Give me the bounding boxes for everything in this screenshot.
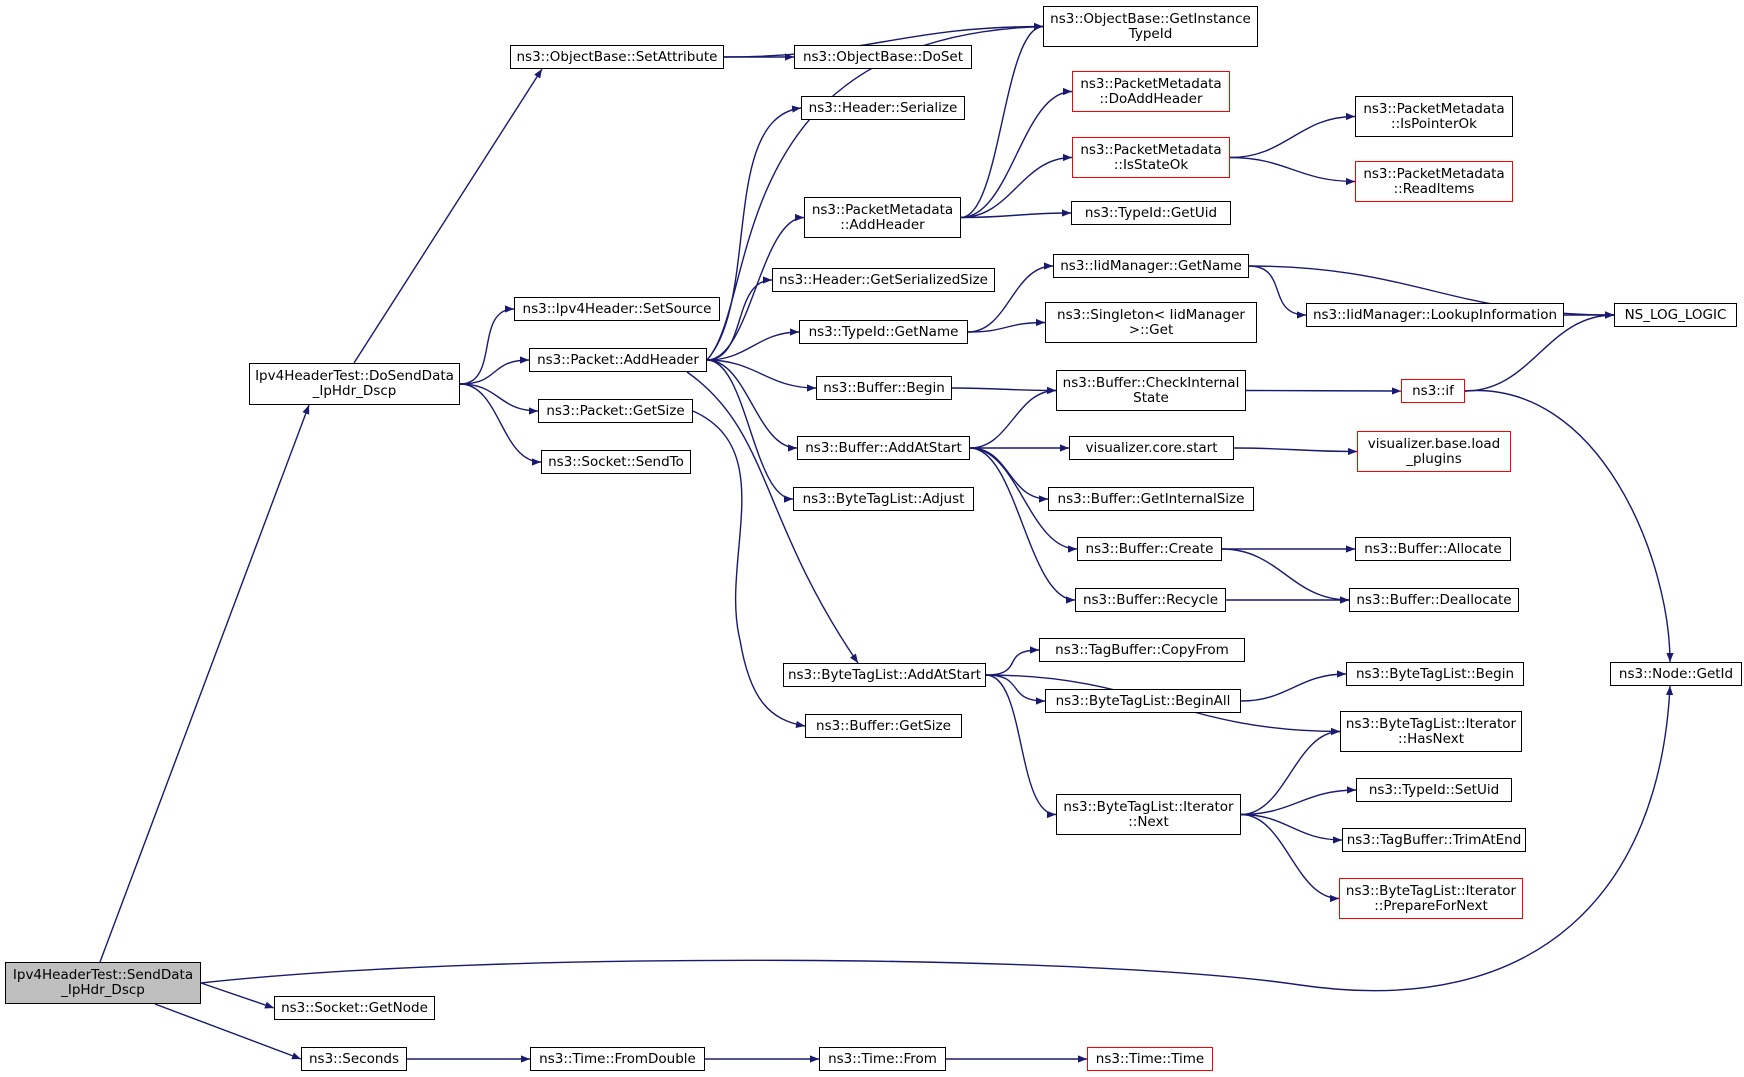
node-sockgetnode[interactable]: ns3::Socket::GetNode	[274, 996, 435, 1020]
edge-pgetsize-to-bufgetsize	[692, 410, 806, 729]
node-sendto[interactable]: ns3::Socket::SendTo	[541, 450, 691, 474]
node-lookup[interactable]: ns3::IidManager::LookupInformation	[1306, 303, 1564, 327]
node-setattr[interactable]: ns3::ObjectBase::SetAttribute	[510, 45, 724, 69]
edge-tidgetname-to-iidgetname	[967, 262, 1054, 333]
edge-nsif-to-nslog	[1464, 311, 1615, 392]
edge-pmaddheader-to-pmdoadd	[960, 87, 1073, 219]
node-pmisptr[interactable]: ns3::PacketMetadata ::IsPointerOk	[1355, 96, 1513, 137]
edge-setattr-to-getinst	[723, 22, 1044, 58]
node-vizload[interactable]: visualizer.base.load _plugins	[1357, 431, 1511, 472]
node-pmread[interactable]: ns3::PacketMetadata ::ReadItems	[1355, 161, 1513, 202]
node-tidgetname[interactable]: ns3::TypeId::GetName	[799, 320, 968, 344]
node-nodegetid[interactable]: ns3::Node::GetId	[1610, 662, 1742, 686]
node-nslog[interactable]: NS_LOG_LOGIC	[1614, 303, 1737, 327]
node-getinst[interactable]: ns3::ObjectBase::GetInstance TypeId	[1043, 6, 1258, 47]
node-setsource[interactable]: ns3::Ipv4Header::SetSource	[514, 297, 720, 321]
node-timetime[interactable]: ns3::Time::Time	[1087, 1047, 1213, 1071]
edge-itnext-to-itprep	[1240, 813, 1340, 903]
node-fromdouble[interactable]: ns3::Time::FromDouble	[530, 1047, 705, 1071]
node-pgetsize[interactable]: ns3::Packet::GetSize	[538, 399, 693, 423]
edge-btladdatstart-to-itnext	[985, 674, 1057, 819]
edge-bufaddatstart-to-bufcreate	[969, 447, 1078, 553]
node-dosend[interactable]: Ipv4HeaderTest::DoSendData _IpHdr_Dscp	[249, 363, 460, 405]
node-btladdatstart[interactable]: ns3::ByteTagList::AddAtStart	[783, 663, 986, 687]
edge-root-to-nodegetid	[200, 685, 1674, 992]
node-hgetser[interactable]: ns3::Header::GetSerializedSize	[772, 268, 995, 292]
node-addheader[interactable]: ns3::Packet::AddHeader	[529, 348, 707, 372]
node-timefrom[interactable]: ns3::Time::From	[819, 1047, 946, 1071]
node-ithasnext[interactable]: ns3::ByteTagList::Iterator ::HasNext	[1340, 711, 1522, 752]
node-btlbeginall[interactable]: ns3::ByteTagList::BeginAll	[1045, 689, 1241, 713]
edge-bufaddatstart-to-bufcheck	[969, 386, 1057, 449]
edge-root-to-dosend	[99, 404, 310, 963]
edge-btladdatstart-to-btlbeginall	[985, 674, 1046, 705]
edge-addheader-to-btladdatstart	[686, 371, 859, 664]
node-bufcreate[interactable]: ns3::Buffer::Create	[1077, 537, 1222, 561]
node-itnext[interactable]: ns3::ByteTagList::Iterator ::Next	[1056, 794, 1241, 835]
edge-bufbegin-to-bufcheck	[951, 386, 1057, 395]
node-tbcopy[interactable]: ns3::TagBuffer::CopyFrom	[1039, 638, 1245, 662]
node-hserialize[interactable]: ns3::Header::Serialize	[801, 96, 965, 120]
node-pmisstate[interactable]: ns3::PacketMetadata ::IsStateOk	[1072, 137, 1230, 178]
node-bufbegin[interactable]: ns3::Buffer::Begin	[816, 376, 952, 400]
edge-pmaddheader-to-getinst	[960, 22, 1044, 219]
node-bufgetsize[interactable]: ns3::Buffer::GetSize	[805, 714, 962, 738]
node-seconds[interactable]: ns3::Seconds	[301, 1047, 407, 1071]
node-bufaddatstart[interactable]: ns3::Buffer::AddAtStart	[797, 436, 970, 460]
edge-pmisstate-to-pmread	[1229, 156, 1356, 186]
edge-pmisstate-to-pmisptr	[1229, 112, 1356, 159]
edge-dosend-to-pgetsize	[459, 383, 539, 415]
edge-btlbeginall-to-btlbegin	[1240, 670, 1347, 702]
edge-addheader-to-btladjust	[706, 359, 794, 503]
edge-root-to-sockgetnode	[200, 982, 275, 1009]
node-vizstart[interactable]: visualizer.core.start	[1069, 436, 1234, 460]
node-pmaddheader[interactable]: ns3::PacketMetadata ::AddHeader	[804, 197, 961, 238]
edge-tidgetname-to-singleton	[967, 318, 1046, 333]
node-btlbegin[interactable]: ns3::ByteTagList::Begin	[1346, 662, 1524, 686]
edge-addheader-to-bufaddatstart	[706, 359, 798, 452]
node-root[interactable]: Ipv4HeaderTest::SendData _IpHdr_Dscp	[5, 962, 201, 1004]
edge-bufcreate-to-bufdealloc	[1221, 548, 1350, 604]
node-bufrecycle[interactable]: ns3::Buffer::Recycle	[1075, 588, 1226, 612]
node-bufalloc[interactable]: ns3::Buffer::Allocate	[1355, 537, 1511, 561]
node-pmdoadd[interactable]: ns3::PacketMetadata ::DoAddHeader	[1072, 71, 1230, 112]
edge-dosend-to-setsource	[459, 305, 515, 385]
node-doset[interactable]: ns3::ObjectBase::DoSet	[794, 45, 972, 69]
edge-addheader-to-tidgetname	[706, 328, 800, 361]
edge-itnext-to-tidsetuid	[1240, 786, 1357, 816]
edge-pmaddheader-to-tidgetuid	[960, 209, 1072, 219]
node-tidsetuid[interactable]: ns3::TypeId::SetUid	[1356, 778, 1512, 802]
node-iidgetname[interactable]: ns3::IidManager::GetName	[1053, 254, 1249, 278]
edge-addheader-to-getinst	[706, 23, 1044, 361]
edge-bufaddatstart-to-bufrecycle	[969, 447, 1076, 604]
edge-addheader-to-bufbegin	[706, 359, 817, 392]
edge-dosend-to-addheader	[459, 356, 530, 385]
edge-btladdatstart-to-tbcopy	[985, 646, 1040, 676]
node-tbtrim[interactable]: ns3::TagBuffer::TrimAtEnd	[1342, 828, 1526, 852]
edge-addheader-to-hserialize	[706, 105, 802, 361]
node-singleton[interactable]: ns3::Singleton< IidManager >::Get	[1045, 302, 1257, 343]
edge-addheader-to-hgetser	[706, 276, 773, 361]
edge-bufcheck-to-nsif	[1245, 387, 1402, 395]
node-bufcheck[interactable]: ns3::Buffer::CheckInternal State	[1056, 370, 1246, 411]
node-itprep[interactable]: ns3::ByteTagList::Iterator ::PrepareForN…	[1339, 878, 1523, 919]
node-tidgetuid[interactable]: ns3::TypeId::GetUid	[1071, 201, 1231, 225]
node-bufgetint[interactable]: ns3::Buffer::GetInternalSize	[1048, 487, 1254, 511]
edge-iidgetname-to-lookup	[1248, 265, 1307, 319]
edge-pmaddheader-to-pmisstate	[960, 153, 1073, 219]
edge-vizstart-to-vizload	[1233, 447, 1358, 456]
edge-dosend-to-setattr	[353, 68, 543, 364]
edge-itnext-to-tbtrim	[1240, 813, 1343, 844]
edge-root-to-seconds	[154, 1003, 302, 1060]
edge-itnext-to-ithasnext	[1240, 727, 1341, 816]
edge-dosend-to-sendto	[459, 383, 542, 466]
edge-nsif-to-nodegetid	[1464, 389, 1674, 663]
node-bufdealloc[interactable]: ns3::Buffer::Deallocate	[1349, 588, 1519, 612]
node-btladjust[interactable]: ns3::ByteTagList::Adjust	[793, 487, 974, 511]
edge-addheader-to-pmaddheader	[706, 213, 805, 361]
node-nsif[interactable]: ns3::if	[1401, 379, 1465, 403]
